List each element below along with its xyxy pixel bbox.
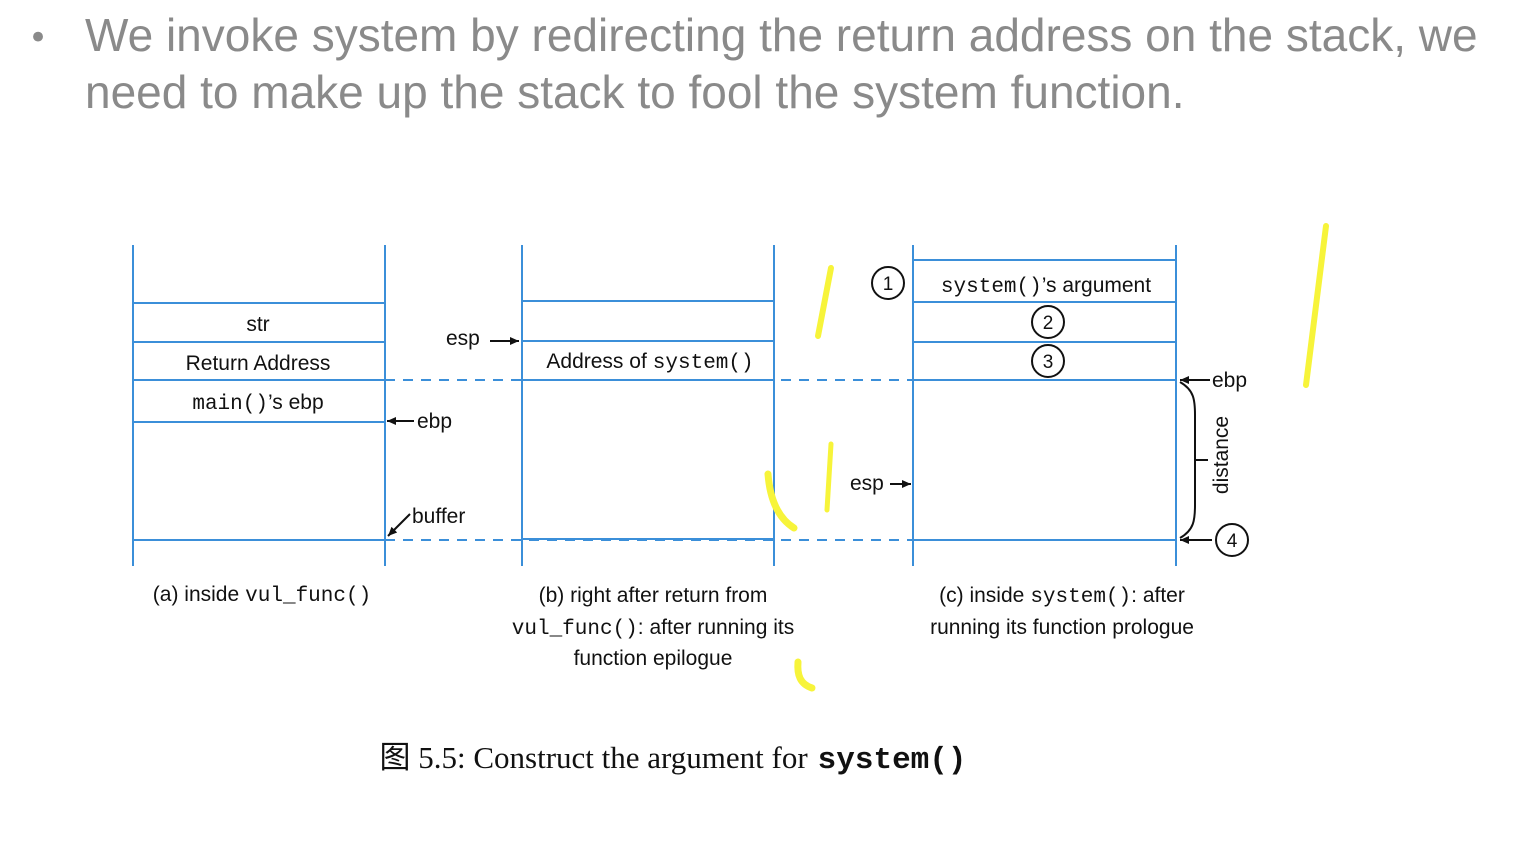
highlight-stroke [824,441,834,513]
panel-c-arg-cell: system()’s argument [941,274,1151,299]
panel-b-caption-code: vul_func() [512,618,638,641]
panel-b: esp Address of system() (b) right after r… [446,245,794,670]
panel-c-esp-label: esp [850,472,884,495]
panel-a-main-code: main() [192,393,268,416]
panel-a-cell-str: str [246,313,269,336]
panel-c-arg-code: system() [941,276,1042,299]
marker-2-circle [1031,305,1065,339]
bullet-point: • We invoke system by redirecting the re… [0,0,1538,130]
panel-a-cell-main-ebp: main()’s ebp [192,391,323,416]
marker-1-label: 1 [883,274,894,295]
highlight-stroke [794,658,816,692]
panel-b-caption-text: : after running its [638,616,794,639]
panel-c-caption-text: (c) inside [939,584,1024,607]
distance-label: distance [1210,416,1233,494]
figure-caption: 图 5.5: Construct the argument for system(… [379,740,966,778]
panel-a-caption: (a) inside vul_func() [153,583,371,608]
panel-c-arg-text: ’s argument [1042,274,1152,297]
highlight-stroke [815,265,834,339]
panel-a-buffer-arrow [387,513,411,537]
marker-4-circle [1215,523,1249,557]
panel-a-ebp-label: ebp [417,410,452,433]
panel-a-cell-return-address: Return Address [186,352,331,375]
figure-caption-prefix: 图 5.5: Construct the argument for [379,740,808,775]
figure-caption-code: system() [818,743,967,778]
highlighter-marks [764,223,1329,692]
highlight-stroke [1303,223,1329,388]
panel-a-buffer-label: buffer [412,505,465,528]
panel-b-esp-label: esp [446,327,480,350]
panel-c-caption-line1: (c) inside system(): after [939,584,1185,609]
distance-brace [1179,381,1196,539]
panel-c: 1 system()’s argument 2 3 ebp esp distan… [850,245,1249,639]
marker-4-label: 4 [1227,531,1238,552]
panel-c-caption-tail: : after [1131,584,1185,607]
panel-b-cell-code: system() [653,352,754,375]
panel-b-caption-line2: vul_func(): after running its [512,616,794,641]
panel-a: str Return Address main()’s ebp ebp buff… [132,245,465,608]
marker-2-label: 2 [1043,313,1054,334]
marker-3-circle [1031,344,1065,378]
panel-c-ebp-label: ebp [1212,369,1247,392]
panel-b-caption-line1: (b) right after return from [539,584,768,607]
highlight-stroke [764,470,798,532]
marker-1-circle [871,266,905,300]
bullet-dot: • [28,18,49,58]
panel-b-caption-line3: function epilogue [574,647,733,670]
bullet-text: We invoke system by redirecting the retu… [85,9,1478,118]
panel-a-caption-code: vul_func() [245,585,371,608]
panel-a-caption-text: (a) inside [153,583,239,606]
panel-c-caption-line2: running its function prologue [930,616,1194,639]
marker-3-label: 3 [1043,352,1054,373]
panel-b-cell-address: Address of system() [546,350,753,375]
panel-a-main-ebp-text: ’s ebp [268,391,324,414]
panel-b-cell-text: Address of [546,350,647,373]
panel-c-caption-code: system() [1030,586,1131,609]
